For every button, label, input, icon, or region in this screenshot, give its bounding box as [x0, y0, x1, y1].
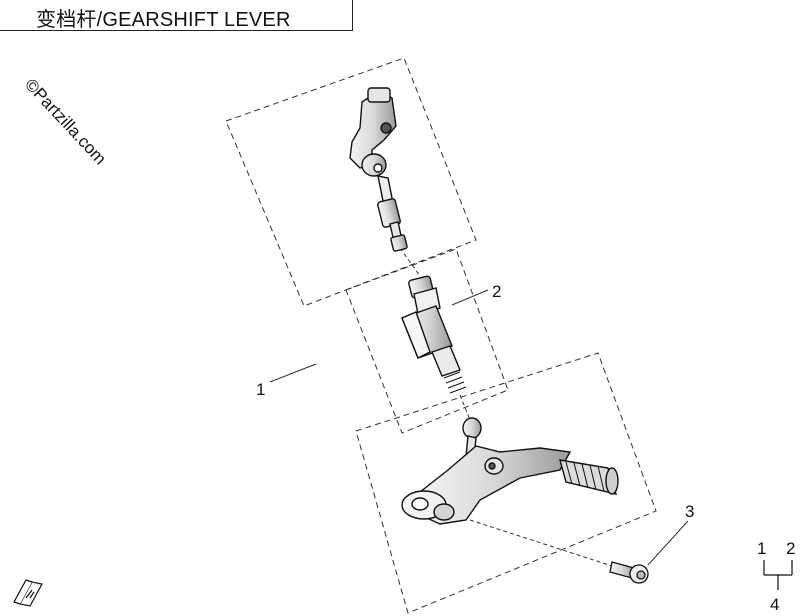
diagram-title: 变档杆/GEARSHIFT LEVER — [36, 9, 291, 31]
title-box: 变档杆/GEARSHIFT LEVER — [0, 0, 353, 31]
bolt — [609, 561, 649, 584]
front-direction-icon — [13, 579, 43, 607]
callout-3: 3 — [685, 502, 694, 521]
axis-line-upper — [399, 247, 421, 277]
adjuster-assembly — [401, 275, 467, 394]
leader-line-2 — [451, 289, 489, 306]
shift-rod-assembly — [349, 87, 408, 252]
set-label-b: 2 — [786, 539, 795, 558]
leader-line-1 — [269, 363, 317, 383]
set-label-total: 4 — [770, 595, 779, 614]
set-bracket — [763, 560, 793, 590]
callout-1: 1 — [256, 380, 265, 399]
group-box-middle — [345, 248, 509, 434]
group-box-lower — [355, 352, 657, 614]
set-label-a: 1 — [757, 539, 766, 558]
group-box-upper — [225, 57, 477, 307]
callout-2: 2 — [492, 282, 501, 301]
axis-line-bolt — [469, 519, 613, 567]
axis-line-lower — [459, 394, 471, 421]
gearshift-pedal — [401, 417, 619, 525]
leader-line-3 — [647, 520, 689, 566]
